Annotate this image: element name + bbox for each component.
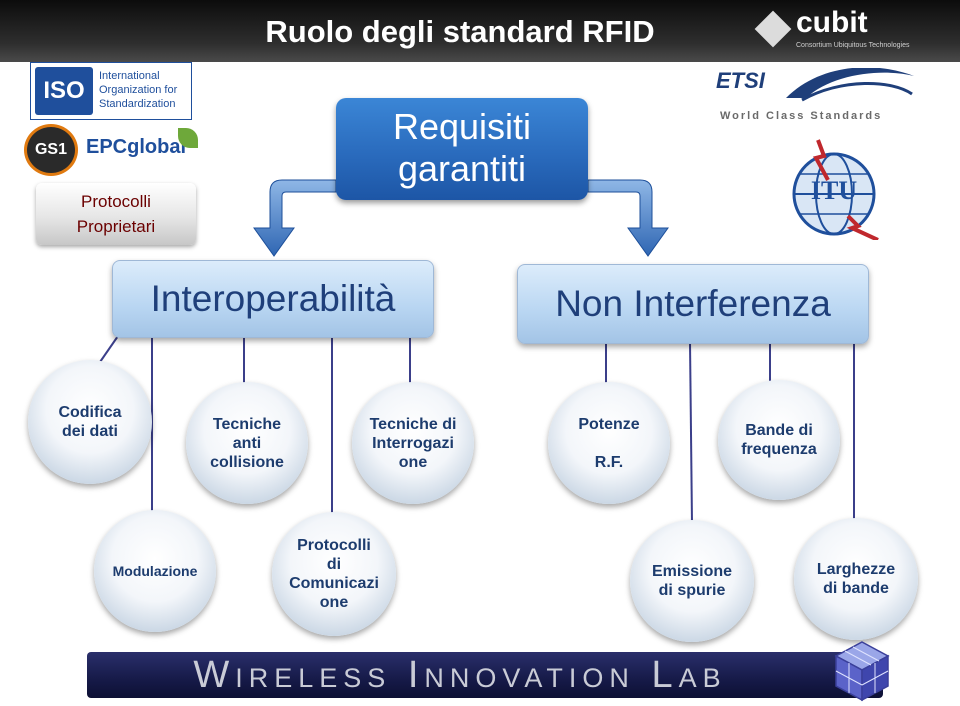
bubble-bande-frequenza: Bande di frequenza xyxy=(718,380,840,500)
epcglobal-logo: EPCglobal xyxy=(86,136,187,158)
iso-text-line: Standardization xyxy=(99,98,176,110)
requirements-line: garantiti xyxy=(397,148,527,189)
bubble-protocolli-comunicazione: Protocolli di Comunicazi one xyxy=(272,512,396,636)
non-interference-box: Non Interferenza xyxy=(517,264,869,344)
bubble-label: Larghezze di bande xyxy=(816,561,896,597)
bubble-codifica-dati: Codifica dei dati xyxy=(28,360,152,484)
cubit-subtitle: Consortium Ubiquitous Technologies xyxy=(796,42,910,49)
epc-leaf-icon xyxy=(178,128,198,148)
link-emissione xyxy=(689,341,693,525)
bubble-larghezze-bande: Larghezze di bande xyxy=(794,518,918,640)
cubit-wordmark: cubit xyxy=(796,6,868,39)
bubble-label: Tecniche di Interrogazi one xyxy=(369,415,457,471)
requirements-line: Requisiti xyxy=(392,106,532,147)
footer-banner xyxy=(87,652,883,698)
proprietary-line: Proprietari xyxy=(76,217,156,236)
itu-logo: ITU xyxy=(788,136,884,242)
iso-text-line: International xyxy=(99,70,160,82)
proprietary-protocols-box: Protocolli Proprietari xyxy=(36,183,196,245)
title-bar xyxy=(0,0,960,62)
bubble-potenze-rf: Potenze R.F. xyxy=(548,382,670,504)
bubble-tecniche-interrogazione: Tecniche di Interrogazi one xyxy=(352,382,474,504)
interoperability-box: Interoperabilità xyxy=(112,260,434,338)
etsi-tagline: World Class Standards xyxy=(720,110,883,122)
itu-wordmark: ITU xyxy=(810,176,858,205)
bubble-label: Modulazione xyxy=(112,562,198,579)
cube-logo-icon xyxy=(834,641,890,702)
iso-logo: ISO International Organization for Stand… xyxy=(30,62,192,120)
right-branch-arrow xyxy=(587,179,669,257)
etsi-logo: ETSI World Class Standards xyxy=(712,66,922,128)
page-title: Ruolo degli standard RFID xyxy=(265,14,655,49)
cubit-logo: cubit Consortium Ubiquitous Technologies xyxy=(754,6,930,52)
itu-globe-icon xyxy=(792,139,879,242)
requirements-box: Requisiti garantiti xyxy=(336,98,588,200)
bubble-label: Tecniche anti collisione xyxy=(210,415,284,471)
bubble-label: Codifica dei dati xyxy=(58,404,122,440)
bubble-label: Protocolli di Comunicazi one xyxy=(289,537,379,611)
bubble-emissione-spurie: Emissione di spurie xyxy=(630,520,754,642)
gs1-epcglobal-logo: GS1 EPCglobal xyxy=(22,122,204,178)
bubble-label: Potenze R.F. xyxy=(578,415,640,471)
left-branch-arrow xyxy=(253,179,337,257)
proprietary-line: Protocolli xyxy=(81,192,151,211)
bubble-modulazione: Modulazione xyxy=(94,510,216,632)
iso-text-line: Organization for xyxy=(99,84,178,96)
etsi-wordmark: ETSI xyxy=(716,68,765,93)
etsi-swoosh-icon xyxy=(786,68,914,102)
iso-mark: ISO xyxy=(35,67,93,115)
bubble-label: Bande di frequenza xyxy=(741,422,817,458)
footer-title: Wireless Innovation Lab xyxy=(193,654,727,696)
link-codifica xyxy=(99,335,119,363)
bubble-tecniche-anticollisione: Tecniche anti collisione xyxy=(186,382,308,504)
bubble-label: Emissione di spurie xyxy=(651,563,733,599)
gs1-logo: GS1 xyxy=(24,124,78,176)
